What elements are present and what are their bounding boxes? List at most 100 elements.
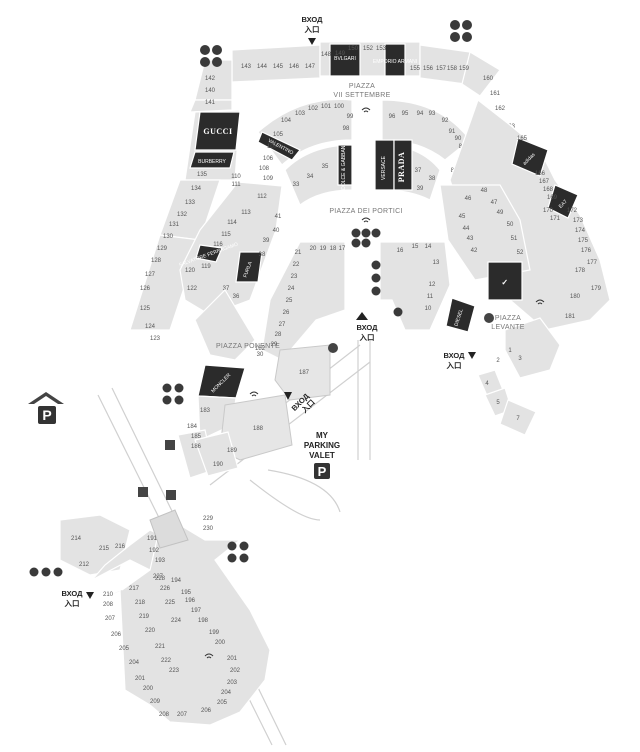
unit-number[interactable]: 94 — [417, 111, 424, 117]
unit-number[interactable]: 108 — [259, 166, 270, 172]
unit-number[interactable]: 166 — [535, 171, 546, 177]
unit-number[interactable]: 143 — [241, 64, 252, 70]
nike-store[interactable] — [487, 261, 523, 301]
unit-number[interactable]: 165 — [517, 136, 528, 142]
unit-number[interactable]: 130 — [163, 234, 174, 240]
unit-number[interactable]: 200 — [143, 686, 154, 692]
unit-number[interactable]: 36 — [233, 294, 240, 300]
unit-number[interactable]: 4 — [485, 381, 489, 387]
unit-number[interactable]: 173 — [573, 218, 584, 224]
unit-number[interactable]: 220 — [145, 628, 156, 634]
unit-number[interactable]: 20 — [310, 246, 317, 252]
unit-number[interactable]: 28 — [275, 332, 282, 338]
parking-lot[interactable]: P — [28, 392, 64, 424]
unit-number[interactable]: 38 — [259, 252, 266, 258]
unit-number[interactable]: 186 — [191, 444, 202, 450]
unit-number[interactable]: 230 — [203, 526, 214, 532]
unit-number[interactable]: 180 — [570, 294, 581, 300]
unit-number[interactable]: 177 — [587, 260, 598, 266]
unit-number[interactable]: 222 — [161, 658, 172, 664]
unit-number[interactable]: 98 — [343, 126, 350, 132]
unit-number[interactable]: 207 — [177, 712, 188, 718]
unit-number[interactable]: 148 — [321, 52, 332, 58]
unit-number[interactable]: 102 — [308, 106, 319, 112]
unit-number[interactable]: 150 — [348, 46, 359, 52]
unit-number[interactable]: 51 — [511, 236, 518, 242]
unit-number[interactable]: 182 — [255, 346, 266, 352]
unit-number[interactable]: 210 — [103, 592, 114, 598]
unit-number[interactable]: 162 — [495, 106, 506, 112]
unit-number[interactable]: 15 — [412, 244, 419, 250]
unit-number[interactable]: 208 — [103, 602, 114, 608]
unit-number[interactable]: 140 — [205, 88, 216, 94]
unit-number[interactable]: 178 — [575, 268, 586, 274]
unit-number[interactable]: 221 — [155, 644, 166, 650]
unit-number[interactable]: 49 — [497, 210, 504, 216]
unit-number[interactable]: 90 — [455, 136, 462, 142]
unit-number[interactable]: 41 — [275, 214, 282, 220]
unit-number[interactable]: 201 — [135, 676, 146, 682]
unit-number[interactable]: 193 — [155, 558, 166, 564]
unit-number[interactable]: 176 — [581, 248, 592, 254]
unit-number[interactable]: 34 — [307, 174, 314, 180]
unit-number[interactable]: 189 — [227, 448, 238, 454]
unit-number[interactable]: 12 — [429, 282, 436, 288]
unit-number[interactable]: 13 — [433, 260, 440, 266]
unit-number[interactable]: 146 — [289, 64, 300, 70]
unit-number[interactable]: 40 — [273, 228, 280, 234]
unit-number[interactable]: 204 — [221, 690, 232, 696]
unit-number[interactable]: 114 — [227, 220, 237, 226]
unit-number[interactable]: 19 — [320, 246, 327, 252]
prada-store[interactable] — [393, 139, 413, 191]
unit-number[interactable]: 27 — [279, 322, 286, 328]
unit-number[interactable]: 147 — [305, 64, 316, 70]
unit-number[interactable]: 228 — [155, 576, 166, 582]
unit-number[interactable]: 26 — [283, 310, 290, 316]
unit-number[interactable]: 200 — [215, 640, 226, 646]
unit-number[interactable]: 2 — [496, 358, 500, 364]
unit-number[interactable]: 1 — [508, 348, 512, 354]
burberry-store[interactable] — [189, 151, 235, 169]
entrance-west[interactable]: ВХОД 入口 — [61, 589, 94, 608]
unit-number[interactable]: 104 — [281, 118, 292, 124]
unit-number[interactable]: 95 — [402, 111, 409, 117]
unit-number[interactable]: 50 — [507, 222, 514, 228]
entrance-north[interactable]: ВХОД 入口 — [301, 15, 323, 45]
unit-number[interactable]: 158 — [447, 66, 458, 72]
bvlgari-store[interactable] — [329, 43, 361, 77]
unit-number[interactable]: 197 — [191, 608, 202, 614]
unit-number[interactable]: 144 — [257, 64, 268, 70]
gucci-store[interactable] — [194, 111, 241, 151]
unit-number[interactable]: 142 — [205, 76, 216, 82]
unit-number[interactable]: 174 — [575, 228, 586, 234]
unit-number[interactable]: 3 — [518, 356, 522, 362]
unit-number[interactable]: 120 — [185, 268, 196, 274]
unit-number[interactable]: 208 — [159, 712, 170, 718]
unit-number[interactable]: 201 — [227, 656, 238, 662]
unit-number[interactable]: 153 — [376, 46, 387, 52]
unit-number[interactable]: 24 — [288, 286, 295, 292]
unit-number[interactable]: 216 — [115, 544, 126, 550]
unit-number[interactable]: 33 — [293, 182, 300, 188]
unit-number[interactable]: 123 — [150, 336, 161, 342]
unit-number[interactable]: 170 — [543, 208, 554, 214]
unit-number[interactable]: 171 — [550, 216, 561, 222]
unit-number[interactable]: 145 — [273, 64, 284, 70]
entrance-center[interactable]: ВХОД 入口 — [356, 312, 378, 342]
diesel-store[interactable] — [445, 297, 476, 333]
unit-number[interactable]: 199 — [209, 630, 220, 636]
unit-number[interactable]: 172 — [567, 208, 578, 214]
unit-number[interactable]: 179 — [591, 286, 602, 292]
unit-number[interactable]: 195 — [181, 590, 192, 596]
unit-number[interactable]: 159 — [459, 66, 470, 72]
unit-number[interactable]: 181 — [565, 314, 576, 320]
unit-number[interactable]: 205 — [217, 700, 228, 706]
ea7-store[interactable] — [547, 184, 579, 219]
unit-number[interactable]: 46 — [465, 196, 472, 202]
unit-number[interactable]: 119 — [201, 264, 211, 270]
unit-number[interactable]: 209 — [150, 699, 161, 705]
unit-number[interactable]: 92 — [442, 118, 449, 124]
unit-number[interactable]: 113 — [241, 210, 251, 216]
unit-number[interactable]: 194 — [171, 578, 182, 584]
unit-number[interactable]: 11 — [427, 294, 434, 300]
